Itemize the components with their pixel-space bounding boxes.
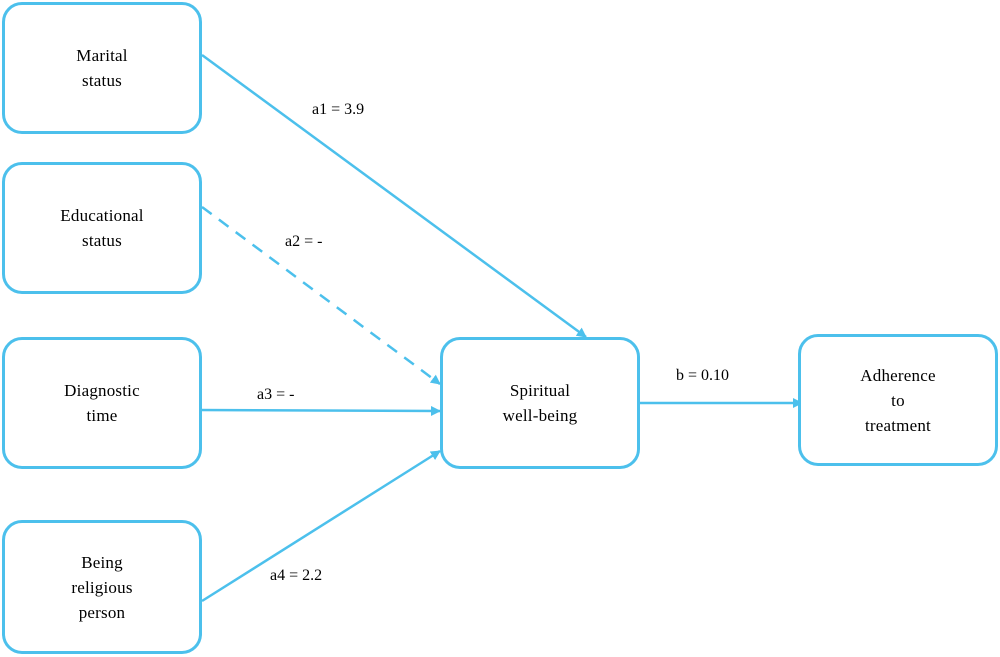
node-being-religious-person: Being religious person: [2, 520, 202, 654]
node-label-marital-status: Marital status: [76, 46, 128, 90]
node-marital-status: Marital status: [2, 2, 202, 134]
node-label-adherence-to-treatment: Adherence to treatment: [860, 365, 936, 435]
node-label-being-religious-person: Being religious person: [71, 552, 133, 622]
node-spiritual-well-being: Spiritual well-being: [440, 337, 640, 469]
node-label-spiritual-well-being: Spiritual well-being: [502, 381, 578, 425]
arrow-a2-educational-to-spiritual: [201, 205, 441, 386]
arrow-a4-religious-to-spiritual: [201, 449, 441, 603]
edge-label-b: b = 0.10: [676, 367, 730, 384]
node-label-educational-status: Educational status: [60, 206, 144, 250]
edge-label-a1: a1 = 3.9: [312, 101, 365, 118]
node-adherence-to-treatment: Adherence to treatment: [798, 334, 998, 466]
edge-label-a3: a3 = -: [257, 386, 295, 403]
edge-label-a4: a4 = 2.2: [270, 567, 323, 584]
node-diagnostic-time: Diagnostic time: [2, 337, 202, 469]
node-educational-status: Educational status: [2, 162, 202, 294]
arrow-a1-marital-to-spiritual: [201, 53, 587, 339]
arrow-a3-diagnostic-to-spiritual: [196, 405, 441, 416]
node-label-diagnostic-time: Diagnostic time: [64, 381, 140, 425]
edge-label-a2: a2 = -: [285, 233, 323, 250]
